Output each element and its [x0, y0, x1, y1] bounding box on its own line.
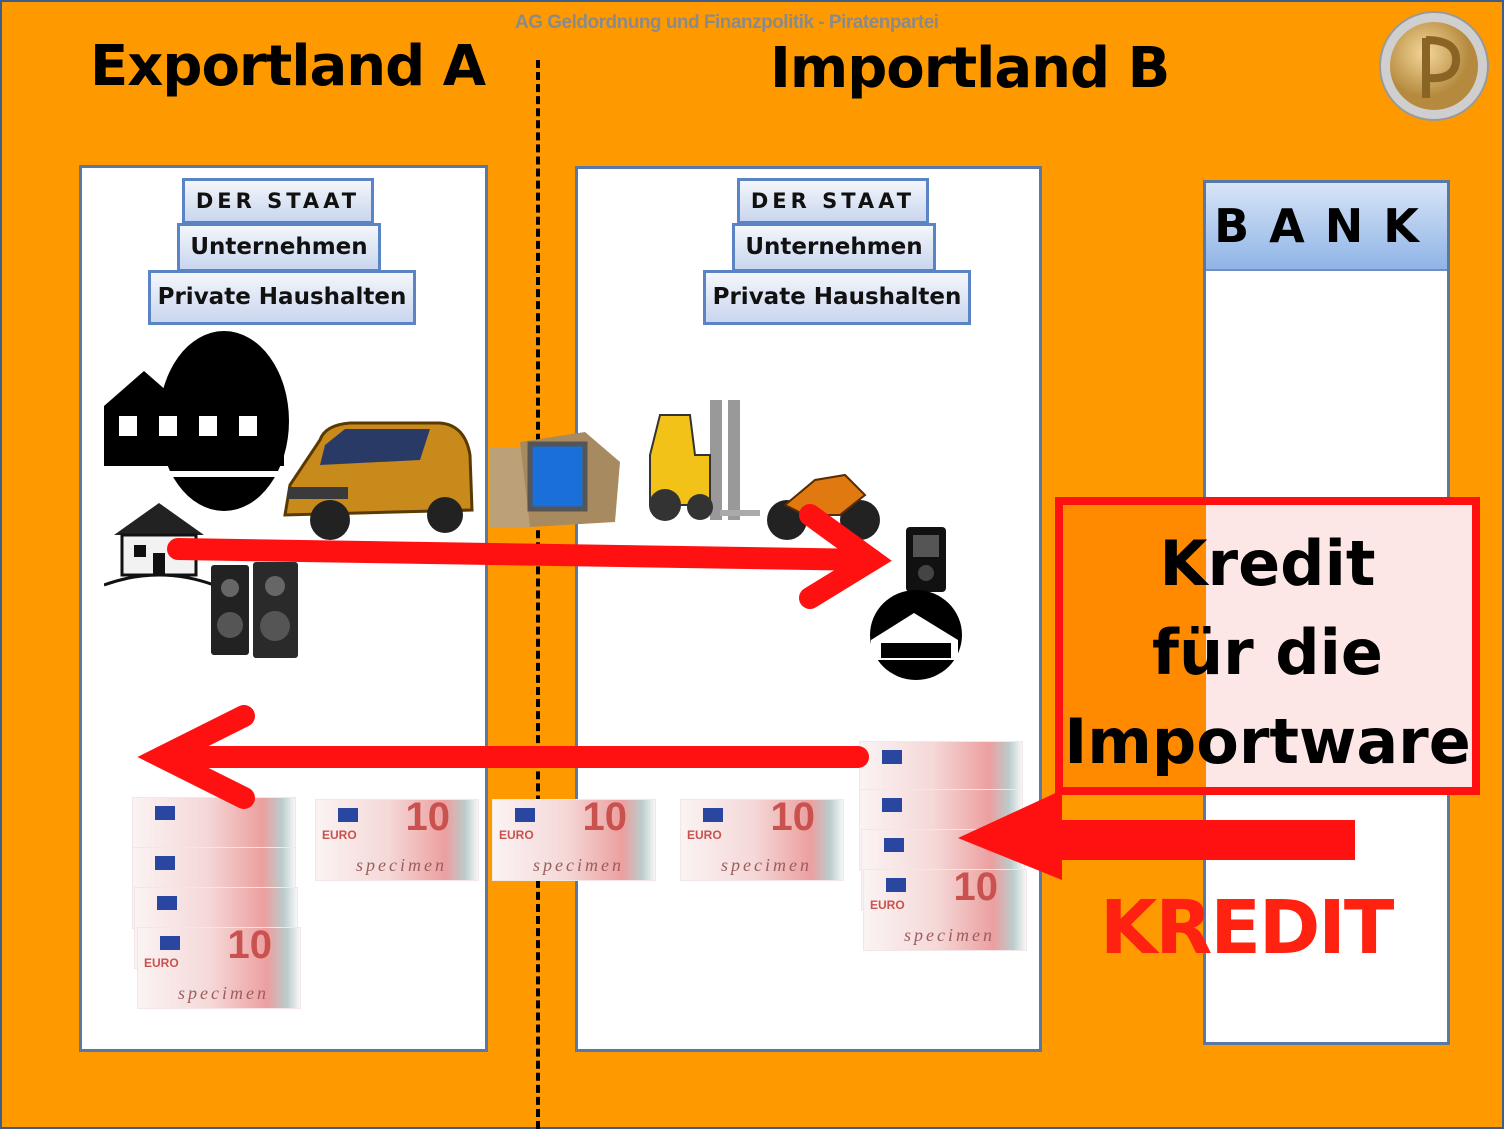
house-icon: [104, 503, 214, 587]
border-divider: [536, 60, 540, 1129]
eu-flag-icon: [338, 808, 358, 822]
eu-flag-icon: [155, 806, 175, 820]
credit-line-1: Kredit: [1159, 527, 1376, 600]
bank-title: BANK: [1206, 183, 1447, 271]
import-sector-state: DER STAAT: [737, 178, 929, 224]
eu-flag-icon: [155, 856, 175, 870]
banknote-value: 10: [227, 928, 273, 967]
import-sector-companies: Unternehmen: [732, 223, 936, 272]
mp3-player-house-icon: [870, 527, 962, 680]
banknote-watermark: specimen: [904, 925, 995, 945]
export-sector-companies: Unternehmen: [177, 223, 381, 272]
banknote-value: 10: [405, 800, 451, 839]
banknote-watermark: specimen: [533, 855, 624, 875]
export-sector-households: Private Haushalten: [148, 270, 416, 325]
banknote-currency: EURO: [499, 828, 534, 842]
van-icon: [283, 421, 474, 540]
banknote-watermark: specimen: [721, 855, 812, 875]
forklift-icon: [649, 400, 760, 521]
slide-subtitle: AG Geldordnung und Finanzpolitik - Pirat…: [515, 12, 939, 33]
banknote-currency: EURO: [144, 956, 179, 970]
eu-flag-icon: [703, 808, 723, 822]
eu-flag-icon: [886, 878, 906, 892]
speakers-icon: [211, 562, 298, 658]
credit-for-import-box: Kredit für die Importware: [1055, 497, 1480, 795]
banknote-currency: EURO: [322, 828, 357, 842]
eu-flag-icon: [882, 750, 902, 764]
banknote-value: 10: [770, 800, 816, 839]
eu-flag-icon: [160, 936, 180, 950]
banknote-watermark: specimen: [178, 983, 269, 1003]
import-country-title: Importland B: [770, 36, 1170, 101]
banknote-value: 10: [953, 870, 999, 909]
eu-flag-icon: [882, 798, 902, 812]
import-sector-households: Private Haushalten: [703, 270, 971, 325]
eu-flag-icon: [884, 838, 904, 852]
credit-line-2: für die: [1152, 616, 1383, 689]
export-country-title: Exportland A: [90, 34, 486, 99]
eu-flag-icon: [515, 808, 535, 822]
houses-icon: [104, 331, 289, 511]
computer-icon: [490, 432, 620, 527]
banknote-value: 10: [582, 800, 628, 839]
pirate-party-logo: [1379, 11, 1489, 121]
export-sector-state: DER STAAT: [182, 178, 374, 224]
credit-line-3: Importware: [1064, 705, 1471, 778]
banknote-currency: EURO: [687, 828, 722, 842]
banknote-currency: EURO: [870, 898, 905, 912]
eu-flag-icon: [157, 896, 177, 910]
banknote-watermark: specimen: [356, 855, 447, 875]
credit-label: KREDIT: [1100, 885, 1394, 971]
